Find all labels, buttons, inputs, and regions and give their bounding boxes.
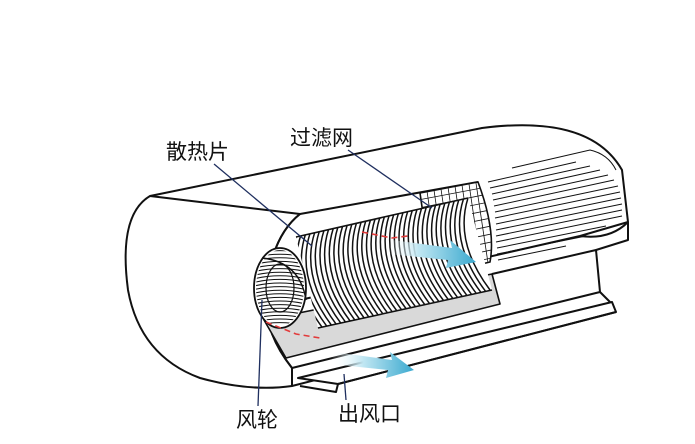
fan-blade [256, 271, 304, 276]
fan-blade [256, 300, 304, 305]
leader-fins [213, 163, 313, 247]
fin-ridge [309, 232, 338, 326]
leader-outlet [343, 373, 347, 401]
fin-ridge [458, 198, 487, 292]
airflow-arrow-intake [388, 240, 476, 268]
fin-ridge [379, 216, 407, 310]
fin-ridge [351, 223, 380, 316]
cutaway-marker-lines [265, 231, 409, 339]
airflow-arrow-outlet [330, 352, 414, 378]
fin-ridge [463, 198, 491, 291]
fan-blade [256, 293, 304, 298]
fin-ridge [393, 213, 421, 307]
fan-blade [256, 289, 304, 294]
fin-ridge [444, 201, 473, 295]
label-heat-fins: 散热片 [166, 140, 229, 164]
fin-ridge [319, 230, 347, 324]
fin-ridge [342, 225, 370, 318]
fin-ridge [305, 233, 333, 327]
leader-lines [213, 149, 433, 407]
fin-ridge [388, 214, 417, 308]
leader-fan [257, 299, 263, 407]
fin-ridge [370, 218, 398, 312]
fin-ridge [323, 229, 352, 323]
leader-filter [347, 149, 433, 209]
fan-blade [256, 278, 304, 283]
label-fan-wheel: 风轮 [236, 408, 278, 432]
fin-ridge [328, 228, 356, 322]
fin-ridge [361, 220, 389, 314]
fin-ridge [314, 231, 342, 325]
label-air-outlet: 出风口 [338, 402, 401, 426]
fin-ridge [454, 199, 482, 293]
fan-blade [256, 296, 304, 301]
fin-ridge [384, 215, 412, 309]
fin-ridge [398, 212, 426, 306]
fin-ridge [333, 227, 361, 320]
fin-ridge [375, 217, 403, 311]
label-filter: 过滤网 [290, 126, 353, 150]
fan-blade [256, 275, 304, 280]
fin-ridge [347, 224, 375, 317]
fin-ridge [337, 226, 366, 319]
fin-ridge [365, 219, 394, 313]
fin-ridge [356, 221, 384, 315]
fin-ridge [402, 211, 431, 305]
fan-blade [256, 286, 304, 291]
vent-grille [487, 149, 623, 261]
